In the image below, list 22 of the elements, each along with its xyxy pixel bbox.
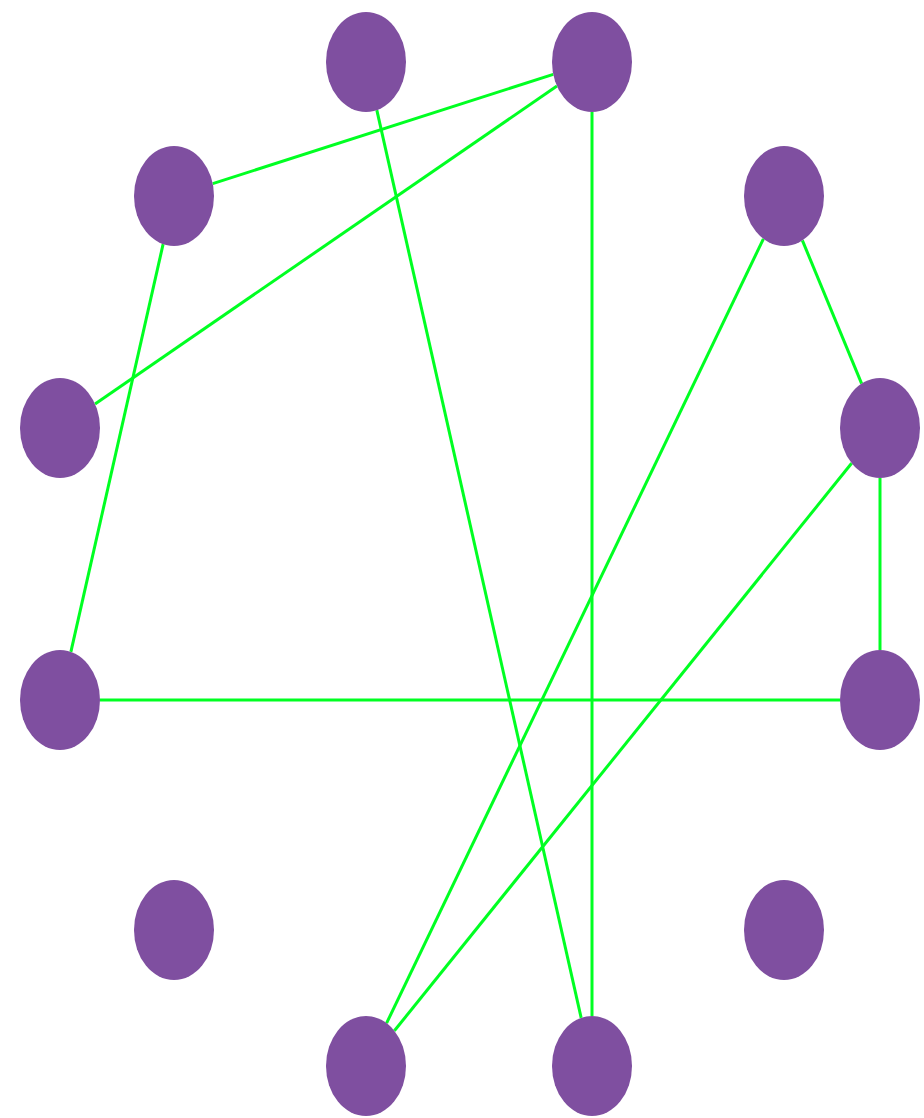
connector-line [590,112,594,1016]
graph-node [20,378,100,478]
graph-node [552,12,632,112]
connector-line [212,73,554,185]
connector-line [69,243,165,653]
connector-line [94,84,558,406]
graph-node [744,880,824,980]
graph-node [326,12,406,112]
connector-line [393,462,853,1032]
graph-node [552,1016,632,1116]
connector-line [385,238,765,1024]
connector-line [801,239,863,385]
graph-node [840,650,920,750]
graph-node [134,880,214,980]
connector-line [878,478,882,650]
connector-line [100,698,840,702]
connector-line [375,109,583,1019]
graph-node [744,146,824,246]
graph-node [326,1016,406,1116]
graph-node [134,146,214,246]
graph-node [840,378,920,478]
graph-node [20,650,100,750]
